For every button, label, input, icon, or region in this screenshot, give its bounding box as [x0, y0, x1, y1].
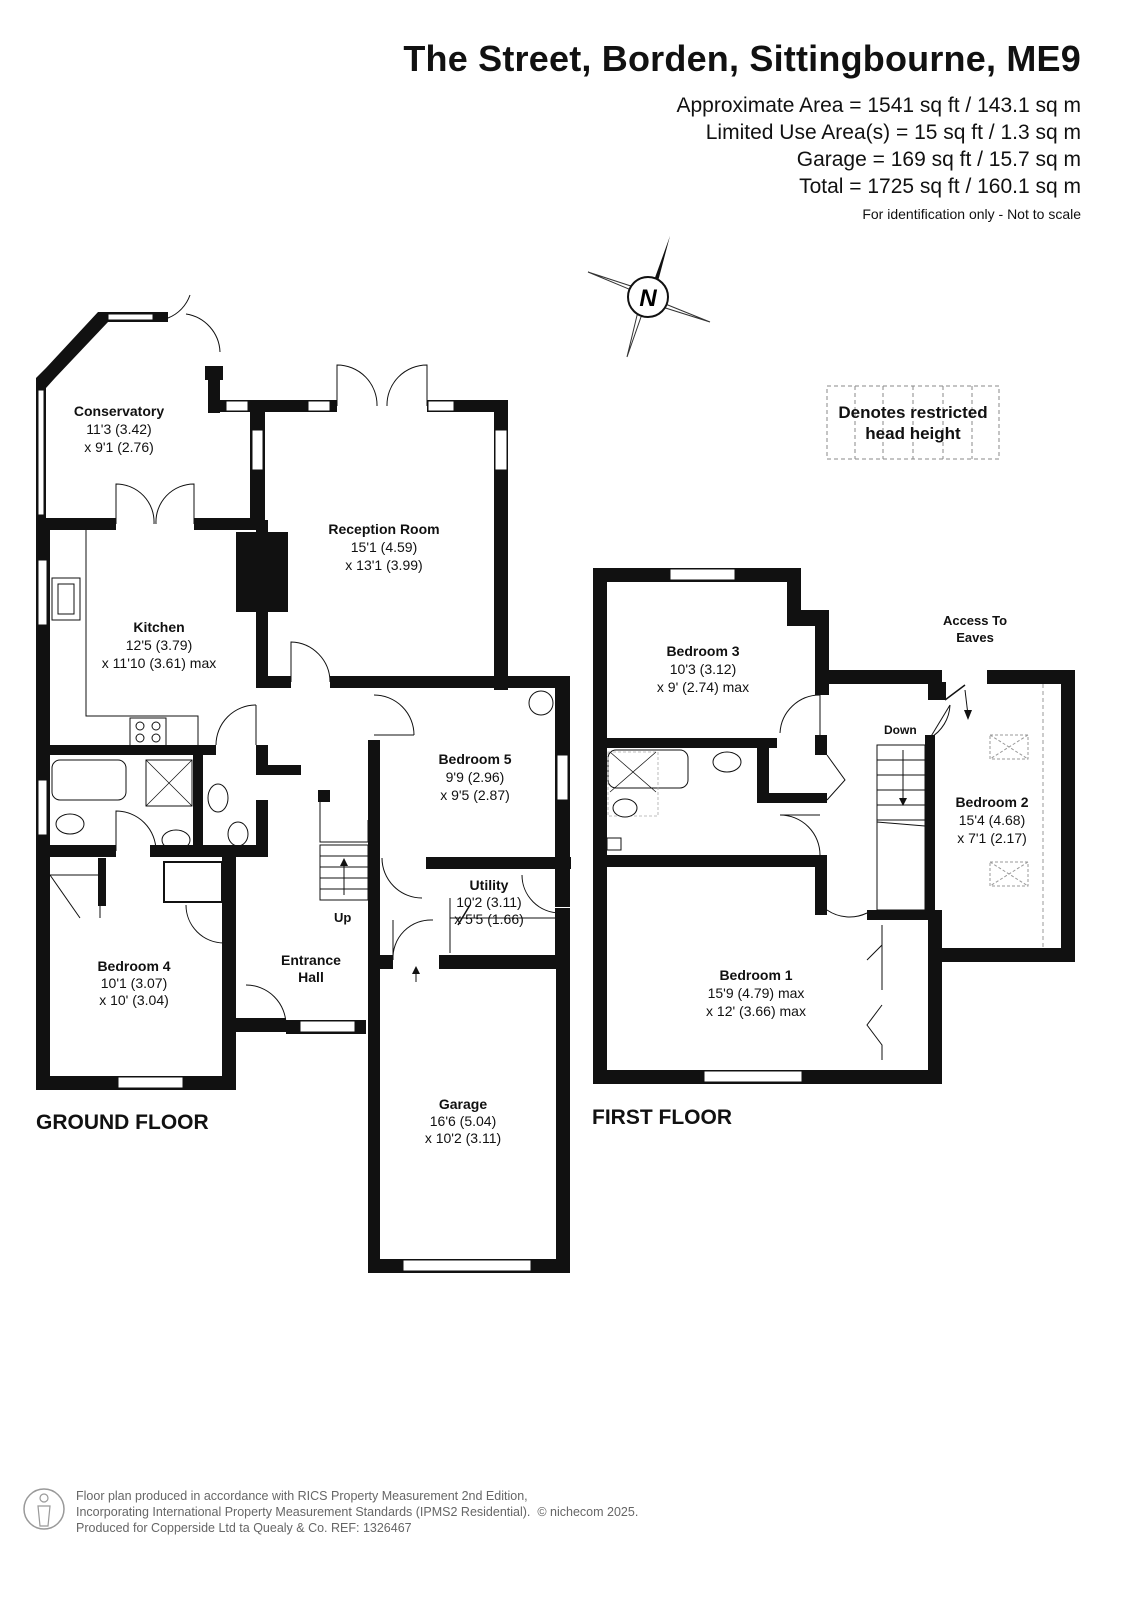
room-name: Garage [438, 1096, 488, 1112]
room-bedroom-4: Bedroom 4 10'1 (3.07) x 10' (3.04) [78, 958, 190, 1009]
room-name: Utility [469, 877, 509, 893]
person-icon [23, 1488, 65, 1530]
room-bedroom-1: Bedroom 1 15'9 (4.79) max x 12' (3.66) m… [690, 966, 822, 1020]
room-dimension: x 10' (3.04) [99, 992, 169, 1008]
room-dimension: 15'1 (4.59) [350, 539, 418, 555]
room-dimension: x 11'10 (3.61) max [101, 655, 217, 671]
area-limited-use: Limited Use Area(s) = 15 sq ft / 1.3 sq … [705, 121, 1081, 144]
room-bedroom-5: Bedroom 5 9'9 (2.96) x 9'5 (2.87) [420, 750, 530, 804]
access-line-2: Eaves [956, 630, 994, 645]
room-dimension: x 13'1 (3.99) [345, 557, 423, 573]
room-dimension: 11'3 (3.42) [86, 421, 152, 437]
room-name: Bedroom 5 [438, 751, 512, 767]
footer-line-2-text: Incorporating International Property Mea… [76, 1505, 531, 1519]
room-name: Bedroom 4 [97, 958, 171, 974]
room-name: Bedroom 2 [955, 794, 1029, 810]
room-dimension: 9'9 (2.96) [445, 769, 505, 785]
room-name: Bedroom 3 [666, 643, 740, 659]
room-bedroom-3: Bedroom 3 10'3 (3.12) x 9' (2.74) max [640, 642, 766, 696]
room-dimension: x 7'1 (2.17) [957, 830, 1027, 846]
room-dimension: 10'3 (3.12) [669, 661, 737, 677]
stairs-up-label: Up [334, 910, 352, 925]
room-dimension: 15'9 (4.79) max [707, 985, 805, 1001]
room-dimension: 16'6 (5.04) [429, 1113, 497, 1129]
room-name: Conservatory [73, 403, 165, 419]
room-name-continued: Hall [298, 969, 324, 985]
footer-line-2: Incorporating International Property Mea… [76, 1504, 638, 1520]
footer-text: Floor plan produced in accordance with R… [76, 1488, 638, 1536]
footer-line-3: Produced for Copperside Ltd ta Quealy & … [76, 1521, 412, 1535]
room-dimension: 10'1 (3.07) [100, 975, 168, 991]
first-floor-walls [593, 568, 1075, 1084]
room-name: Kitchen [133, 619, 185, 635]
ground-floor-walls [36, 294, 571, 1273]
room-conservatory: Conservatory 11'3 (3.42) x 9'1 (2.76) [60, 402, 178, 456]
area-total: Total = 1725 sq ft / 160.1 sq m [799, 175, 1081, 198]
legend-text: Denotes restricted head height [827, 402, 999, 444]
copyright: © nichecom 2025. [537, 1505, 639, 1519]
legend-line-1: Denotes restricted [838, 403, 988, 422]
room-dimension: 10'2 (3.11) [456, 894, 522, 910]
plan-title: The Street, Borden, Sittingbourne, ME9 [403, 38, 1081, 79]
compass-icon [587, 236, 711, 358]
room-dimension: 15'4 (4.68) [958, 812, 1026, 828]
area-approximate: Approximate Area = 1541 sq ft / 143.1 sq… [676, 94, 1082, 117]
room-dimension: x 9'5 (2.87) [440, 787, 510, 803]
room-name: Entrance [281, 952, 341, 968]
room-dimension: x 9' (2.74) max [656, 679, 750, 695]
room-dimension: 12'5 (3.79) [125, 637, 193, 653]
room-dimension: x 10'2 (3.11) [424, 1130, 502, 1146]
stairs-down-label: Down [884, 723, 917, 737]
room-reception: Reception Room 15'1 (4.59) x 13'1 (3.99) [314, 520, 454, 574]
footer-line-1: Floor plan produced in accordance with R… [76, 1489, 528, 1503]
room-name: Bedroom 1 [719, 967, 793, 983]
room-kitchen: Kitchen 12'5 (3.79) x 11'10 (3.61) max [88, 618, 230, 672]
room-name: Reception Room [328, 521, 440, 537]
access-line-1: Access To [942, 613, 1008, 628]
area-garage: Garage = 169 sq ft / 15.7 sq m [796, 148, 1081, 171]
first-floor-label: FIRST FLOOR [592, 1106, 732, 1129]
area-summary: Approximate Area = 1541 sq ft / 143.1 sq… [677, 92, 1082, 200]
room-garage: Garage 16'6 (5.04) x 10'2 (3.11) [408, 1096, 518, 1147]
room-dimension: x 9'1 (2.76) [84, 439, 154, 455]
scale-note: For identification only - Not to scale [862, 206, 1081, 222]
ground-floor-label: GROUND FLOOR [36, 1111, 209, 1134]
room-dimension: x 12' (3.66) max [706, 1003, 806, 1019]
restricted-head-height-legend [826, 385, 1000, 460]
room-utility: Utility 10'2 (3.11) x 5'5 (1.66) [440, 877, 538, 928]
room-dimension: x 5'5 (1.66) [454, 911, 524, 927]
compass-label: N [639, 285, 657, 312]
legend-line-2: head height [865, 424, 961, 443]
room-entrance-hall: Entrance Hall [266, 952, 356, 986]
access-to-eaves-label: Access To Eaves [928, 612, 1022, 646]
room-bedroom-2: Bedroom 2 15'4 (4.68) x 7'1 (2.17) [944, 793, 1040, 847]
